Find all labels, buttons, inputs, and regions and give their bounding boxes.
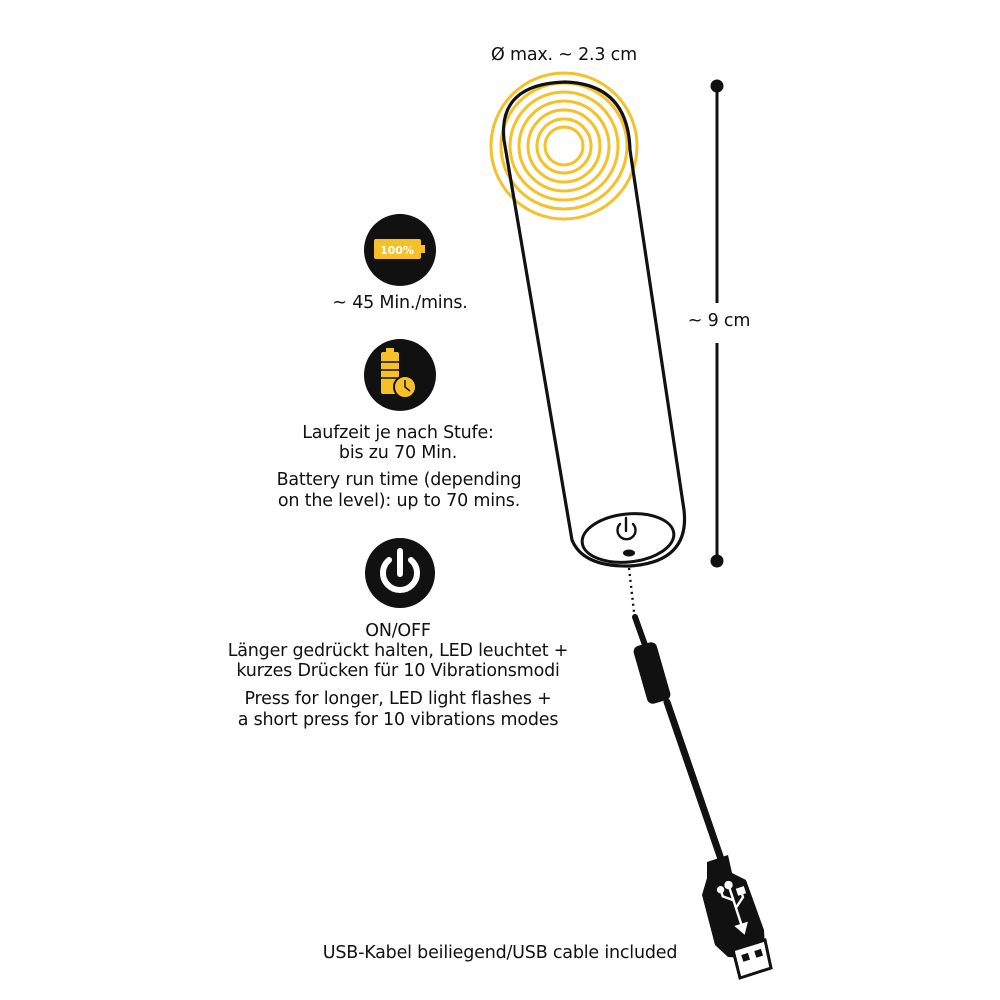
- usb-cable: [632, 614, 773, 980]
- led-indicator: [623, 549, 635, 557]
- power-en-line1: Press for longer, LED light flashes +: [244, 689, 552, 709]
- power-title: ON/OFF: [365, 621, 431, 641]
- runtime-en-line1: Battery run time (depending: [276, 470, 522, 490]
- power-en-line2: a short press for 10 vibrations modes: [237, 710, 559, 730]
- usb-icon: [716, 880, 748, 935]
- length-dimension-line: [710, 79, 724, 568]
- battery-clock-icon: [364, 339, 436, 411]
- svg-text:100%: 100%: [380, 244, 414, 257]
- power-de-line1: Länger gedrückt halten, LED leuchtet +: [227, 641, 569, 661]
- diameter-label: Ø max. ~ 2.3 cm: [491, 45, 637, 65]
- cable-dotted-connector: [627, 567, 636, 613]
- length-label: ~ 9 cm: [687, 311, 751, 331]
- runtime-de-line1: Laufzeit je nach Stufe:: [302, 423, 494, 443]
- power-button-icon: [616, 516, 637, 541]
- usb-caption: USB-Kabel beiliegend/USB cable included: [322, 943, 678, 963]
- vibrator-body-outline: [501, 80, 687, 568]
- runtime-en-line2: on the level): up to 70 mins.: [277, 491, 521, 511]
- power-icon: [365, 538, 435, 608]
- battery-full-icon: 100%: [364, 214, 436, 286]
- power-de-line2: kurzes Drücken für 10 Vibrationsmodi: [236, 661, 560, 681]
- runtime-de-line2: bis zu 70 Min.: [338, 443, 458, 463]
- charge-time-label: ~ 45 Min./mins.: [332, 293, 468, 313]
